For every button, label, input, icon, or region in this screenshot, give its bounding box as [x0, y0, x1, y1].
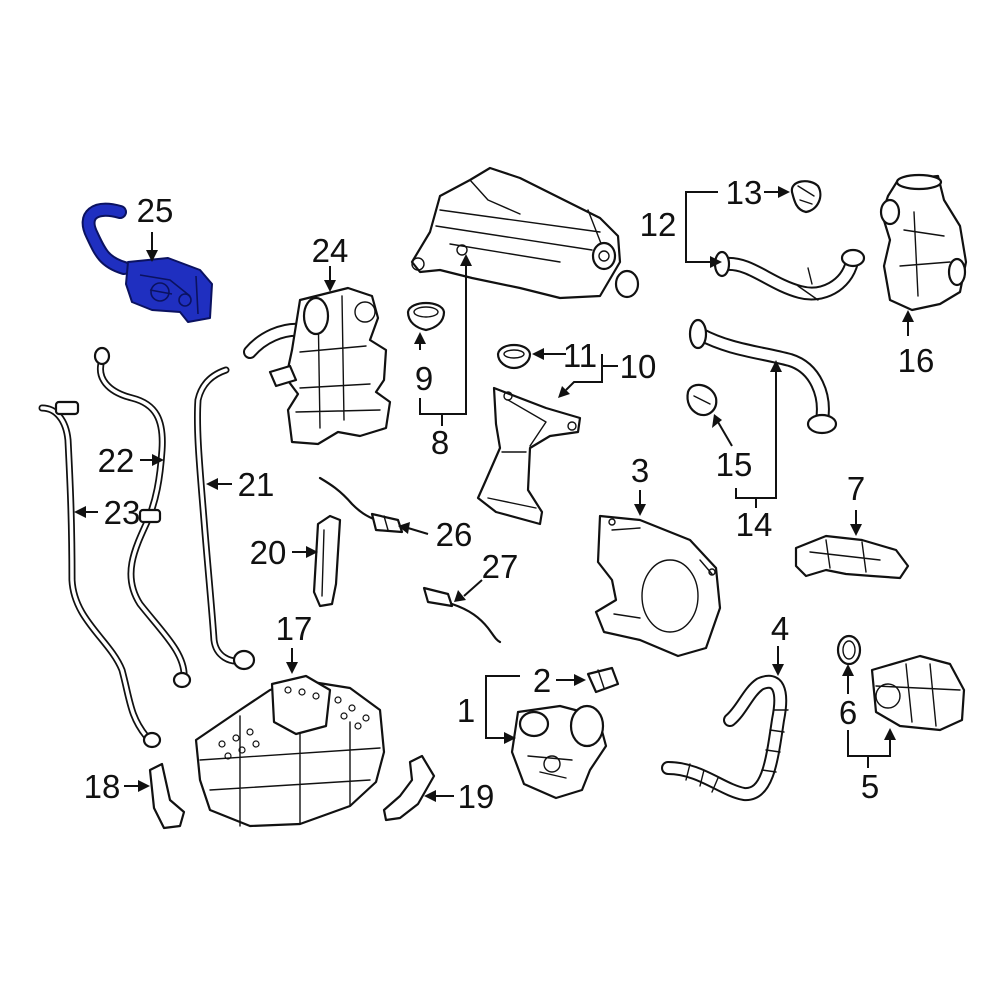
callout-27: 27 — [482, 548, 519, 585]
callout-10: 10 — [620, 348, 657, 385]
part-11-grommet[interactable] — [496, 343, 532, 370]
part-13-clamp[interactable] — [790, 180, 822, 214]
part-6-o-ring[interactable] — [836, 634, 862, 666]
part-26-sensor-wire[interactable] — [318, 476, 404, 534]
part-16-air-duct[interactable] — [879, 173, 968, 312]
callout-14: 14 — [736, 506, 773, 543]
part-14-hose[interactable] — [688, 318, 838, 435]
part-10-bracket[interactable] — [476, 386, 582, 526]
part-23-pipe[interactable] — [38, 400, 162, 749]
callout-17: 17 — [276, 610, 313, 647]
part-2-sensor[interactable] — [586, 666, 620, 694]
part-17-muffler-housing[interactable] — [194, 674, 386, 828]
callout-7: 7 — [847, 470, 865, 507]
callout-22: 22 — [98, 442, 135, 479]
part-4-corrugated-hose[interactable] — [661, 674, 789, 801]
part-1-air-pump[interactable] — [510, 704, 608, 800]
part-21-pipe[interactable] — [193, 366, 256, 671]
part-5-valve[interactable] — [870, 654, 966, 732]
callout-11: 11 — [563, 337, 597, 374]
callout-16: 16 — [898, 342, 935, 379]
callout-19: 19 — [458, 778, 495, 815]
part-12-hose[interactable] — [713, 248, 866, 301]
callout-5: 5 — [861, 768, 879, 805]
part-27-sensor-wire[interactable] — [422, 586, 502, 644]
callout-1: 1 — [457, 692, 475, 729]
callout-21: 21 — [238, 466, 275, 503]
part-8-engine-cover[interactable] — [410, 166, 640, 300]
callout-4: 4 — [771, 610, 789, 647]
callout-2: 2 — [533, 662, 551, 699]
callout-24: 24 — [312, 232, 349, 269]
callout-labels: 25 24 9 8 11 10 12 13 16 15 14 7 3 4 6 5… — [84, 174, 935, 815]
part-20-bracket[interactable] — [312, 514, 342, 608]
part-3-heat-shield-plate[interactable] — [594, 514, 722, 658]
leader-lines — [74, 186, 914, 802]
callout-15: 15 — [716, 446, 753, 483]
callout-23: 23 — [104, 494, 141, 531]
callout-26: 26 — [436, 516, 473, 553]
part-24-bracket-valve[interactable] — [243, 286, 392, 446]
callout-9: 9 — [415, 360, 433, 397]
part-19-bracket[interactable] — [382, 754, 436, 822]
part-25-highlighted-valve[interactable] — [81, 202, 213, 323]
callout-8: 8 — [431, 424, 449, 461]
part-9-grommet[interactable] — [406, 301, 446, 332]
callout-20: 20 — [250, 534, 287, 571]
callout-12: 12 — [640, 206, 677, 243]
callout-25: 25 — [137, 192, 174, 229]
part-22-pipe[interactable] — [93, 346, 192, 689]
callout-18: 18 — [84, 768, 121, 805]
callout-13: 13 — [726, 174, 763, 211]
callout-3: 3 — [631, 452, 649, 489]
part-7-bracket[interactable] — [794, 534, 910, 580]
part-15-clamp[interactable] — [686, 383, 718, 417]
callout-6: 6 — [839, 694, 857, 731]
part-18-bracket[interactable] — [148, 762, 186, 830]
